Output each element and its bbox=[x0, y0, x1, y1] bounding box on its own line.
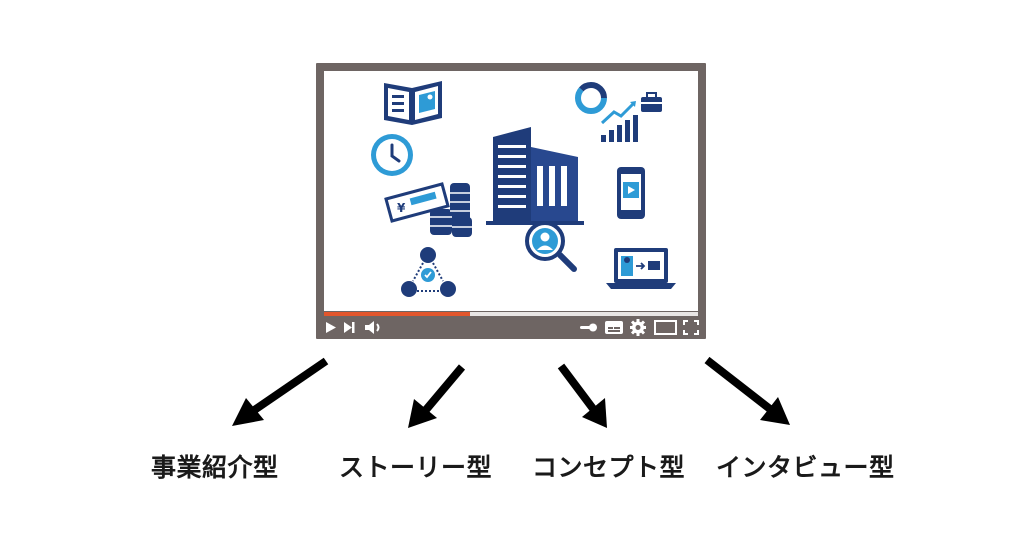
skip-next-icon[interactable] bbox=[342, 316, 357, 339]
office-building-icon bbox=[486, 127, 584, 225]
subtitles-icon[interactable] bbox=[604, 316, 624, 339]
arrow-2 bbox=[408, 364, 466, 428]
arrow-4 bbox=[704, 356, 790, 425]
video-screen[interactable]: ¥ bbox=[324, 71, 698, 311]
play-icon[interactable] bbox=[324, 316, 338, 339]
donut-chart-icon bbox=[575, 82, 607, 114]
theater-mode-icon[interactable] bbox=[653, 316, 679, 339]
label-story: ストーリー型 bbox=[339, 453, 493, 482]
autoplay-toggle-icon[interactable] bbox=[579, 316, 599, 339]
player-controls bbox=[316, 316, 706, 339]
arrow-1 bbox=[232, 357, 329, 426]
growth-chart-briefcase-icon bbox=[600, 92, 662, 142]
smartphone-video-icon bbox=[617, 167, 645, 219]
label-business-intro: 事業紹介型 bbox=[151, 453, 279, 482]
progress-bar-fill bbox=[324, 312, 470, 316]
team-network-icon bbox=[401, 247, 456, 297]
magnifier-person-icon bbox=[525, 221, 577, 272]
open-book-photo-icon bbox=[384, 81, 442, 125]
label-interview: インタビュー型 bbox=[716, 453, 895, 482]
cheque-coins-icon: ¥ bbox=[384, 182, 472, 237]
settings-gear-icon[interactable] bbox=[628, 316, 648, 339]
arrow-3 bbox=[557, 363, 607, 428]
label-concept: コンセプト型 bbox=[532, 453, 686, 482]
video-player: ¥ bbox=[316, 63, 706, 339]
laptop-presentation-icon bbox=[606, 248, 676, 289]
progress-bar[interactable] bbox=[324, 312, 698, 316]
fullscreen-icon[interactable] bbox=[682, 316, 700, 339]
volume-icon[interactable] bbox=[364, 316, 384, 339]
svg-text:¥: ¥ bbox=[397, 201, 406, 215]
clock-icon bbox=[371, 134, 413, 176]
